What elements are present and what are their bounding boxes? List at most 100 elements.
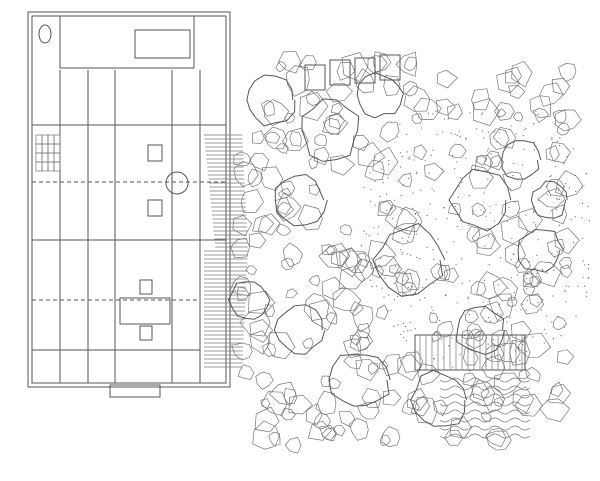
gravel-dot xyxy=(568,187,571,189)
water-ripple xyxy=(439,433,531,439)
stone xyxy=(288,394,313,415)
gravel-dot xyxy=(486,357,489,359)
gravel-dot xyxy=(426,215,428,217)
gravel-dot xyxy=(554,256,556,258)
stone xyxy=(381,353,402,377)
gravel-dot xyxy=(468,195,470,197)
gravel-dot xyxy=(439,319,441,322)
stone xyxy=(512,386,535,414)
stone xyxy=(463,347,479,366)
gravel-dot xyxy=(424,160,426,162)
gravel-dot xyxy=(495,204,497,206)
tree-canopy xyxy=(372,222,446,297)
stone xyxy=(417,363,441,386)
gravel-dot xyxy=(442,207,445,209)
tree-canopy xyxy=(246,74,296,127)
gravel-dot xyxy=(485,320,487,322)
gravel-dot xyxy=(536,254,538,256)
stone xyxy=(395,206,423,232)
cushion xyxy=(147,144,163,162)
stone xyxy=(265,131,281,144)
stone xyxy=(328,377,342,389)
gravel-dot xyxy=(572,242,574,244)
stone xyxy=(268,432,281,446)
stone xyxy=(277,187,292,199)
gravel-dot xyxy=(432,309,434,311)
gravel-dot xyxy=(406,133,408,135)
gravel-dot xyxy=(435,331,437,333)
stone xyxy=(433,399,448,417)
stone xyxy=(471,382,490,401)
gravel-dot xyxy=(565,285,568,287)
gravel-dot xyxy=(402,294,404,296)
gravel-dot xyxy=(370,279,372,281)
cushion xyxy=(147,199,163,217)
gravel-dot xyxy=(533,206,535,208)
stone xyxy=(476,232,501,257)
gravel-dot xyxy=(506,321,508,323)
stone xyxy=(465,310,479,323)
stone xyxy=(411,113,423,125)
gravel-dot xyxy=(555,197,558,199)
grid-cell xyxy=(53,161,61,172)
stone xyxy=(462,372,477,387)
gravel-dot xyxy=(504,146,506,149)
gravel-dot xyxy=(400,194,402,197)
gravel-dot xyxy=(499,132,501,134)
gravel-dot xyxy=(484,308,486,310)
water-ripple xyxy=(439,385,531,391)
gravel-dot xyxy=(537,239,539,241)
gravel-dot xyxy=(488,235,490,237)
gravel-dot xyxy=(447,118,449,120)
gravel-dot xyxy=(416,171,418,173)
stone xyxy=(395,272,414,294)
gravel-dot xyxy=(537,301,539,304)
stone-slab xyxy=(379,54,401,81)
tree-canopy xyxy=(530,180,568,219)
stone xyxy=(313,412,331,430)
gravel-dot xyxy=(379,257,381,260)
gravel-dot xyxy=(407,287,409,289)
stone xyxy=(443,267,459,283)
stone xyxy=(239,308,271,337)
stone xyxy=(330,251,348,267)
stone xyxy=(512,112,524,122)
gravel-dot xyxy=(433,358,435,360)
gravel-dot xyxy=(425,279,428,281)
gravel-dot xyxy=(476,128,478,130)
stone xyxy=(297,204,323,231)
stone xyxy=(245,265,257,276)
stone xyxy=(374,255,401,277)
tree-canopy xyxy=(328,354,391,407)
gravel-dot xyxy=(489,205,491,207)
gravel-dot xyxy=(460,177,462,179)
gravel-dot xyxy=(365,233,367,235)
gravel-dot xyxy=(536,272,538,274)
gravel-dot xyxy=(413,159,415,161)
gravel-dot xyxy=(461,258,463,260)
gravel-dot xyxy=(537,199,540,201)
gravel-dot xyxy=(407,240,409,242)
gravel-dot xyxy=(552,295,554,297)
tatami-grid xyxy=(35,134,61,172)
gravel-dot xyxy=(543,342,545,344)
gravel-dot xyxy=(559,145,561,147)
gravel-dot xyxy=(562,163,565,165)
gravel-dot xyxy=(575,315,577,317)
gravel-dot xyxy=(486,150,488,152)
gravel-dot xyxy=(482,301,485,303)
stone xyxy=(492,276,518,301)
stone xyxy=(343,338,361,359)
gravel-dot xyxy=(452,155,454,157)
gravel-dot xyxy=(387,177,389,179)
stone xyxy=(341,52,369,82)
stone xyxy=(267,332,296,360)
stone xyxy=(368,362,379,375)
stone xyxy=(545,145,560,162)
stone xyxy=(308,274,321,286)
stone xyxy=(401,351,423,373)
gravel-dot xyxy=(582,277,584,279)
stone xyxy=(545,179,565,197)
stone xyxy=(338,264,366,290)
table xyxy=(119,297,171,325)
